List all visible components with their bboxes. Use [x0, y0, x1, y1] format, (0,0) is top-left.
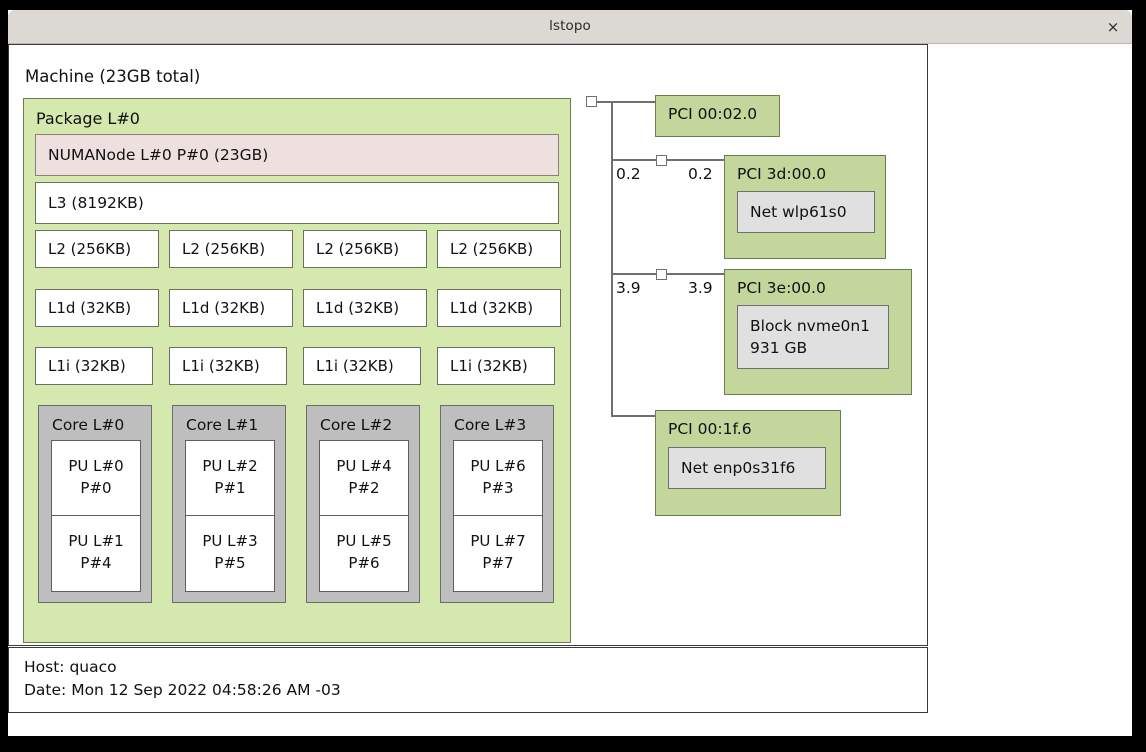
l1d-cache-label: L1d (32KB) [450, 299, 534, 317]
osdev-label: Net wlp61s0 [750, 203, 847, 221]
core-label: Core L#1 [186, 416, 259, 434]
l1i-cache-label: L1i (32KB) [450, 357, 528, 375]
tree-branch-line [667, 273, 725, 275]
core-box-3[interactable]: Core L#3 PU L#6 P#3 PU L#7 P#7 [440, 405, 554, 603]
numanode-label: NUMANode L#0 P#0 (23GB) [48, 146, 269, 164]
pu-stack: PU L#4 P#2 PU L#5 P#6 [319, 440, 409, 592]
l1d-cache-label: L1d (32KB) [316, 299, 400, 317]
l2-cache-label: L2 (256KB) [316, 240, 400, 258]
bandwidth-label-wifi-left: 0.2 [616, 165, 641, 183]
tree-root-node [586, 96, 597, 107]
osdev-label: Block nvme0n1 931 GB [750, 317, 871, 357]
l1i-cache-label: L1i (32KB) [182, 357, 260, 375]
tree-bridge-node-wifi [656, 155, 667, 166]
tree-branch-line [611, 159, 657, 161]
l3-cache-box[interactable]: L3 (8192KB) [35, 182, 559, 224]
numanode-box[interactable]: NUMANode L#0 P#0 (23GB) [35, 134, 559, 176]
pci-device-3d-00-0[interactable]: PCI 3d:00.0 Net wlp61s0 [724, 155, 886, 259]
l3-cache-label: L3 (8192KB) [48, 194, 144, 212]
l1i-cache-box-2[interactable]: L1i (32KB) [303, 347, 421, 385]
window-title: lstopo [549, 18, 591, 34]
pu-box[interactable]: PU L#1 P#4 [68, 532, 124, 572]
l2-cache-label: L2 (256KB) [48, 240, 132, 258]
l1i-cache-box-0[interactable]: L1i (32KB) [35, 347, 153, 385]
osdev-label: Net enp0s31f6 [681, 459, 796, 477]
pci-device-00-02-0[interactable]: PCI 00:02.0 [655, 95, 780, 137]
topology-canvas: Machine (23GB total) Package L#0 NUMANod… [8, 44, 928, 646]
l1d-cache-label: L1d (32KB) [48, 299, 132, 317]
l1d-cache-box-0[interactable]: L1d (32KB) [35, 289, 159, 327]
core-box-2[interactable]: Core L#2 PU L#4 P#2 PU L#5 P#6 [306, 405, 420, 603]
osdev-block-nvme0n1[interactable]: Block nvme0n1 931 GB [737, 305, 889, 369]
package-box[interactable]: Package L#0 NUMANode L#0 P#0 (23GB) L3 (… [23, 98, 571, 643]
machine-label: Machine (23GB total) [25, 67, 201, 86]
tree-branch-line [597, 101, 656, 103]
window-titlebar[interactable]: lstopo × [8, 10, 1132, 44]
osdev-net-enp0s31f6[interactable]: Net enp0s31f6 [668, 447, 826, 489]
l1d-cache-box-2[interactable]: L1d (32KB) [303, 289, 427, 327]
pu-box[interactable]: PU L#2 P#1 [186, 441, 274, 516]
bandwidth-label-nvme-left: 3.9 [616, 279, 641, 297]
l1d-cache-box-1[interactable]: L1d (32KB) [169, 289, 293, 327]
pci-device-label: PCI 00:02.0 [668, 105, 758, 123]
pu-box[interactable]: PU L#3 P#5 [202, 532, 258, 572]
core-label: Core L#2 [320, 416, 393, 434]
l1i-cache-box-1[interactable]: L1i (32KB) [169, 347, 287, 385]
tree-branch-line [667, 159, 725, 161]
lstopo-window: lstopo × Machine (23GB total) Package L#… [8, 10, 1132, 736]
l2-cache-box-0[interactable]: L2 (256KB) [35, 230, 159, 268]
pci-device-label: PCI 00:1f.6 [668, 420, 752, 438]
pu-box[interactable]: PU L#4 P#2 [320, 441, 408, 516]
pu-box[interactable]: PU L#5 P#6 [336, 532, 392, 572]
l1i-cache-label: L1i (32KB) [48, 357, 126, 375]
tree-bridge-node-nvme [656, 269, 667, 280]
pci-device-label: PCI 3d:00.0 [737, 165, 827, 183]
l1i-cache-box-3[interactable]: L1i (32KB) [437, 347, 555, 385]
core-label: Core L#0 [52, 416, 125, 434]
pu-stack: PU L#6 P#3 PU L#7 P#7 [453, 440, 543, 592]
tree-branch-line [611, 273, 657, 275]
l1d-cache-box-3[interactable]: L1d (32KB) [437, 289, 561, 327]
bandwidth-label-nvme-right: 3.9 [688, 279, 713, 297]
osdev-net-wlp61s0[interactable]: Net wlp61s0 [737, 191, 875, 233]
pci-device-3e-00-0[interactable]: PCI 3e:00.0 Block nvme0n1 931 GB [724, 269, 912, 395]
l1d-cache-label: L1d (32KB) [182, 299, 266, 317]
pu-stack: PU L#2 P#1 PU L#3 P#5 [185, 440, 275, 592]
core-label: Core L#3 [454, 416, 527, 434]
pci-device-label: PCI 3e:00.0 [737, 279, 826, 297]
pu-box[interactable]: PU L#6 P#3 [454, 441, 542, 516]
topology-footer: Host: quaco Date: Mon 12 Sep 2022 04:58:… [8, 647, 928, 713]
l2-cache-box-2[interactable]: L2 (256KB) [303, 230, 427, 268]
core-box-0[interactable]: Core L#0 PU L#0 P#0 PU L#1 P#4 [38, 405, 152, 603]
core-box-1[interactable]: Core L#1 PU L#2 P#1 PU L#3 P#5 [172, 405, 286, 603]
footer-date-label: Date: Mon 12 Sep 2022 04:58:26 AM -03 [24, 681, 341, 699]
footer-host-label: Host: quaco [24, 658, 117, 676]
close-icon[interactable]: × [1106, 18, 1120, 36]
bandwidth-label-wifi-right: 0.2 [688, 165, 713, 183]
l1i-cache-label: L1i (32KB) [316, 357, 394, 375]
l2-cache-box-1[interactable]: L2 (256KB) [169, 230, 293, 268]
window-body: Machine (23GB total) Package L#0 NUMANod… [8, 44, 1132, 736]
pci-device-00-1f-6[interactable]: PCI 00:1f.6 Net enp0s31f6 [655, 410, 841, 516]
l2-cache-label: L2 (256KB) [182, 240, 266, 258]
l2-cache-label: L2 (256KB) [450, 240, 534, 258]
pu-stack: PU L#0 P#0 PU L#1 P#4 [51, 440, 141, 592]
pu-box[interactable]: PU L#0 P#0 [52, 441, 140, 516]
pu-box[interactable]: PU L#7 P#7 [470, 532, 526, 572]
package-label: Package L#0 [36, 109, 140, 128]
l2-cache-box-3[interactable]: L2 (256KB) [437, 230, 561, 268]
tree-trunk-line [611, 101, 613, 417]
tree-branch-line [611, 415, 659, 417]
